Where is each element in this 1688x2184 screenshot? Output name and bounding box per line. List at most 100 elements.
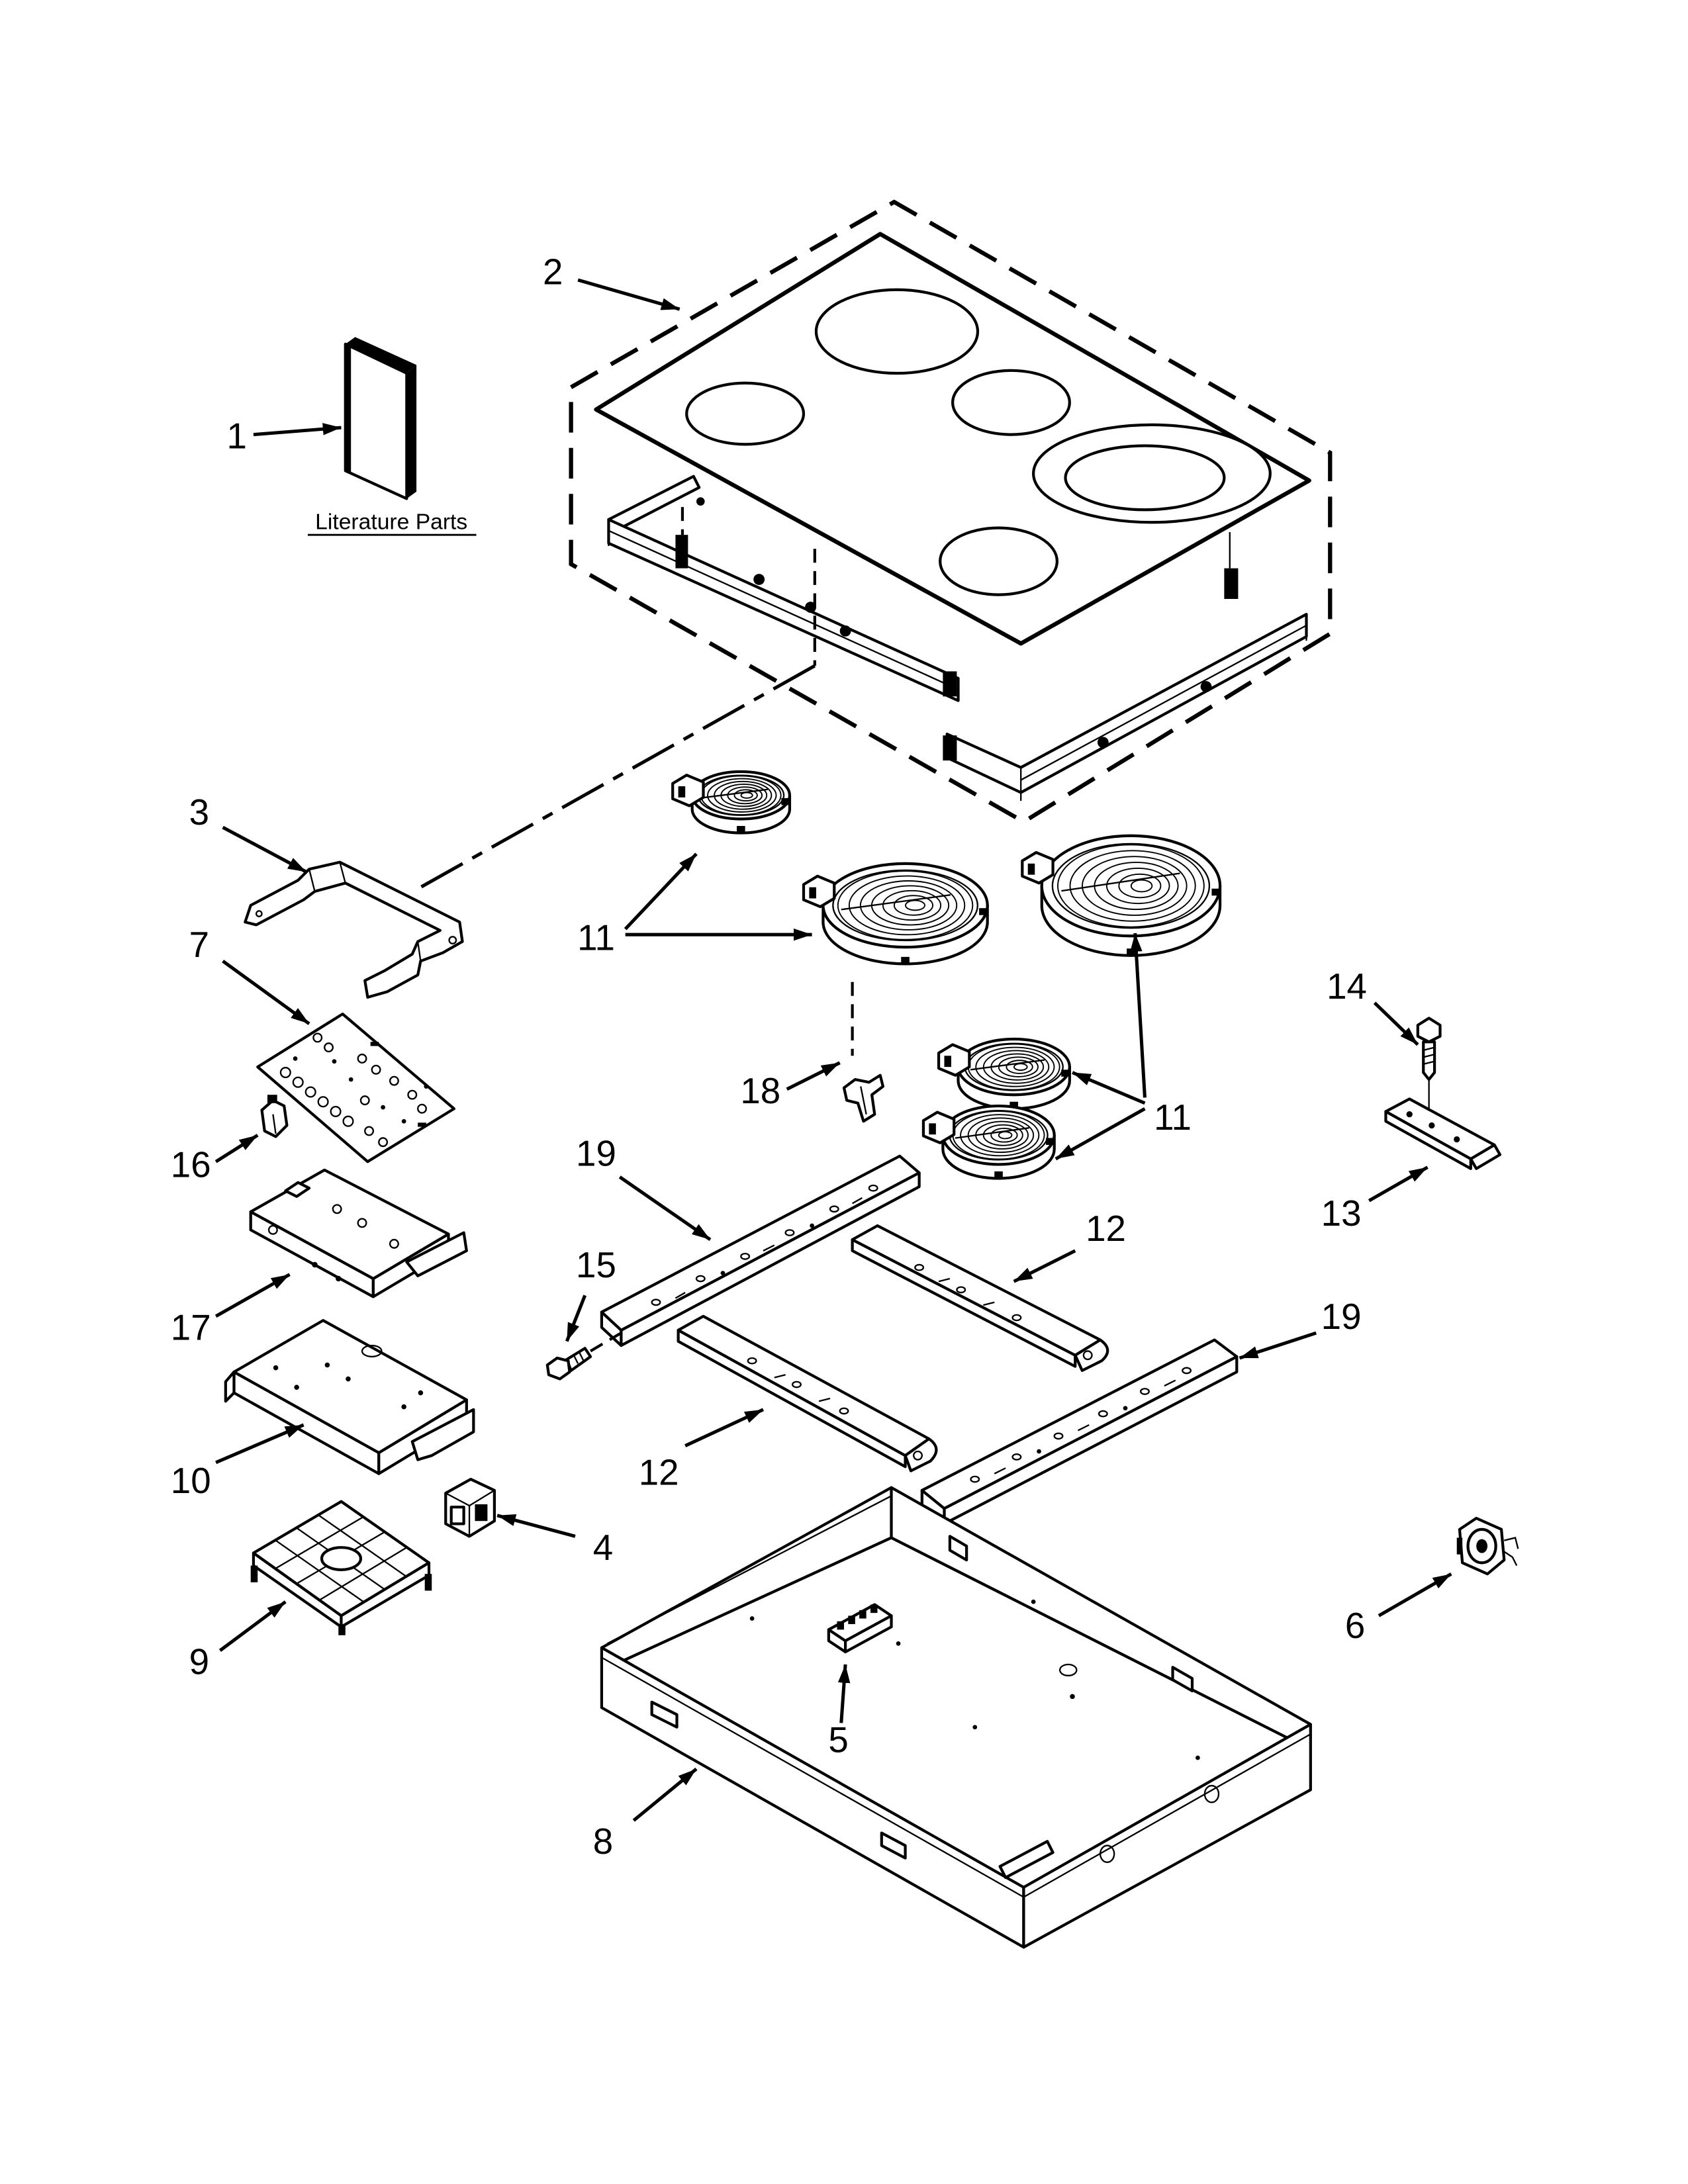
board-housing-detail <box>284 1181 311 1198</box>
cooktop-assembly-detail <box>1064 444 1226 512</box>
element-terminal-block <box>937 1043 971 1077</box>
control-board-detail <box>324 1042 334 1053</box>
literature-booklet-detail <box>406 365 417 499</box>
control-board-detail <box>418 1122 426 1127</box>
leader-arrow-15 <box>565 1295 587 1342</box>
base-pan-detail <box>1058 1663 1078 1676</box>
element-coil <box>904 899 925 911</box>
callout-9: 9 <box>189 1641 209 1682</box>
board-housing-detail <box>357 1218 367 1228</box>
callout-8: 8 <box>593 1821 613 1862</box>
callout-4: 4 <box>593 1527 613 1568</box>
cooktop-assembly-detail <box>1224 568 1239 599</box>
control-board-detail <box>378 1137 389 1148</box>
screw-top-detail <box>1423 1060 1435 1066</box>
control-board-detail <box>332 1059 337 1064</box>
element-rim-tab <box>1061 1069 1068 1077</box>
control-board-detail <box>417 1103 427 1114</box>
mounting-bracket-detail <box>244 860 464 999</box>
support-grid-detail <box>424 1574 432 1591</box>
radiant-surface-element <box>937 1037 1071 1111</box>
callout-13: 13 <box>1321 1193 1362 1234</box>
element-support-upper-detail <box>914 1263 925 1271</box>
support-rail-left-detail <box>695 1275 706 1283</box>
leader-arrow-6 <box>1378 1572 1452 1617</box>
callout-11-left: 11 <box>577 917 615 958</box>
mounting-bracket <box>244 860 464 999</box>
radiant-elements <box>671 770 1222 1180</box>
support-rail-left-detail <box>675 1292 686 1299</box>
literature-booklet-detail <box>345 343 352 473</box>
electronics-shield-detail <box>418 1390 424 1396</box>
control-board-detail <box>312 1032 323 1043</box>
element-terminal-block <box>1021 850 1055 885</box>
terminal-block-detail <box>837 1621 844 1630</box>
base-pan-detail <box>1099 1844 1115 1863</box>
element-coil <box>1057 844 1205 928</box>
leader-arrow-5 <box>837 1664 851 1723</box>
element-terminal <box>929 1123 936 1135</box>
element-coil <box>1006 1060 1033 1074</box>
cooktop-assembly-detail <box>1200 681 1212 692</box>
cooktop-assembly-detail <box>607 475 701 532</box>
base-pan-detail <box>1031 1599 1036 1604</box>
support-rail-left <box>600 1154 921 1347</box>
support-rail-left-detail <box>829 1205 839 1213</box>
electronics-shield <box>224 1319 475 1475</box>
support-rail-right-detail <box>994 1467 1006 1475</box>
cooktop-assembly-detail <box>753 574 765 585</box>
support-rail-right-detail <box>1053 1432 1064 1440</box>
element-support-upper <box>851 1224 1109 1373</box>
leader-arrow-11-right-a <box>1130 933 1147 1098</box>
board-housing-detail <box>336 1275 342 1282</box>
element-coil <box>707 778 777 813</box>
element-coil <box>960 1114 1040 1157</box>
thermal-limiter-detail <box>1476 1539 1488 1553</box>
cooktop-assembly-detail <box>675 535 688 569</box>
wire-clip <box>260 1095 289 1138</box>
support-rail-right-detail <box>1098 1410 1108 1418</box>
support-rail-left-detail <box>763 1244 775 1251</box>
element-support-lower-detail <box>839 1407 849 1415</box>
callout-3: 3 <box>189 792 209 833</box>
leader-arrow-8 <box>632 1767 698 1822</box>
element-sensor-rod <box>841 894 951 911</box>
callout-labels: 1 2 3 7 11 18 14 16 11 19 15 12 17 13 10… <box>171 251 1367 1862</box>
element-support-upper-detail <box>938 1277 951 1283</box>
support-rail-right-detail <box>1077 1424 1090 1432</box>
leader-arrow-11-left-a <box>624 852 698 931</box>
leader-arrow-17 <box>214 1273 291 1318</box>
control-board-detail <box>357 1054 367 1064</box>
leader-arrow-16 <box>214 1134 259 1163</box>
cooktop-assembly-detail <box>685 381 806 446</box>
callout-11-right: 11 <box>1154 1097 1192 1138</box>
base-pan-detail <box>1171 1666 1194 1693</box>
wire-clip-detail <box>272 1114 277 1134</box>
electronics-shield-detail <box>324 1362 330 1368</box>
base-pan-detail <box>1070 1694 1075 1700</box>
callout-17: 17 <box>171 1307 211 1348</box>
element-sensor-rod <box>970 1059 1045 1071</box>
support-rail-left-detail <box>720 1271 726 1275</box>
element-terminal-block <box>921 1111 956 1144</box>
element-rim-tab <box>1009 1101 1018 1109</box>
thermal-limiter <box>1456 1516 1519 1576</box>
leader-arrow-12-left <box>684 1408 765 1447</box>
element-terminal <box>1027 863 1035 875</box>
control-board-detail <box>279 1067 291 1079</box>
callout-19-left: 19 <box>576 1133 616 1174</box>
cooktop-assembly-detail <box>939 526 1059 596</box>
element-support-upper-detail <box>1011 1314 1022 1322</box>
element-coil <box>982 1050 1050 1084</box>
board-housing-detail <box>312 1261 318 1268</box>
base-pan-detail <box>650 1700 679 1729</box>
wire-clip-detail <box>267 1095 277 1103</box>
callout-12-left: 12 <box>639 1451 679 1492</box>
callout-12-right: 12 <box>1086 1208 1126 1249</box>
control-board-detail <box>407 1089 418 1100</box>
element-sensor-rod <box>955 1127 1029 1139</box>
element-support-lower-detail <box>791 1381 802 1388</box>
element-coil <box>837 870 974 940</box>
electronics-shield-detail <box>410 1408 475 1461</box>
thermal-limiter-detail <box>1456 1537 1463 1555</box>
